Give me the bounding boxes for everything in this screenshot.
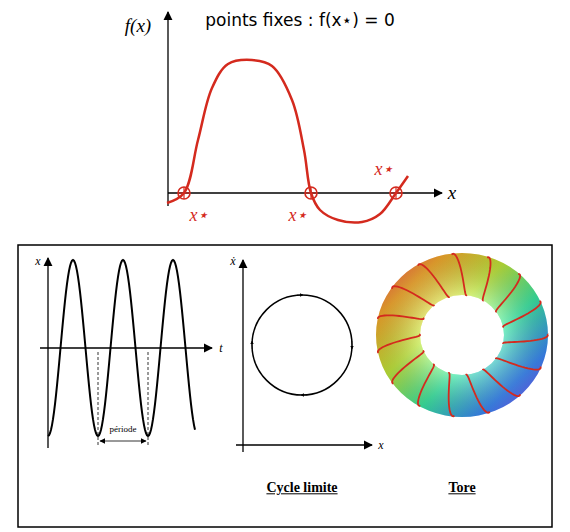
flow-arrow: [301, 395, 307, 396]
xdot-axis: [242, 260, 243, 452]
y-axis: [167, 12, 168, 206]
caption-label: Cycle limite: [266, 480, 337, 495]
fixed-point-marker: [178, 187, 190, 199]
axis-label: ẋ: [230, 255, 235, 268]
torus: [376, 253, 548, 417]
period-mark: [98, 352, 99, 446]
panel-frame: [18, 245, 552, 527]
limit-cycle: [252, 295, 352, 395]
axis-label: x: [448, 183, 456, 204]
fixed-point-marker: [390, 187, 402, 199]
axis-label: f(x): [125, 16, 151, 37]
fixed-point-marker: [305, 187, 317, 199]
heading: points fixes : f(x⋆) = 0: [205, 11, 395, 30]
oscillation-curve: [48, 260, 195, 436]
function-curve: [167, 60, 408, 223]
x-axis: [47, 258, 48, 448]
period-arrow: [100, 441, 146, 442]
flow-arrow: [297, 295, 303, 296]
flow-arrow: [252, 341, 253, 349]
x-axis: [168, 192, 442, 193]
torus-shading: [376, 253, 548, 417]
period-mark: [148, 352, 149, 446]
fixed-point-label: x⋆: [375, 160, 394, 180]
period-label: période: [108, 425, 139, 435]
fixed-point-label: x⋆: [190, 206, 209, 226]
x-axis: [236, 444, 372, 445]
trajectory: [378, 254, 548, 416]
caption-label: Tore: [448, 480, 475, 495]
fixed-point-label: x⋆: [289, 206, 308, 226]
axis-label: x: [378, 439, 383, 452]
axis-label: t: [219, 342, 222, 355]
axis-label: x: [35, 255, 40, 268]
flow-arrow: [352, 341, 353, 349]
